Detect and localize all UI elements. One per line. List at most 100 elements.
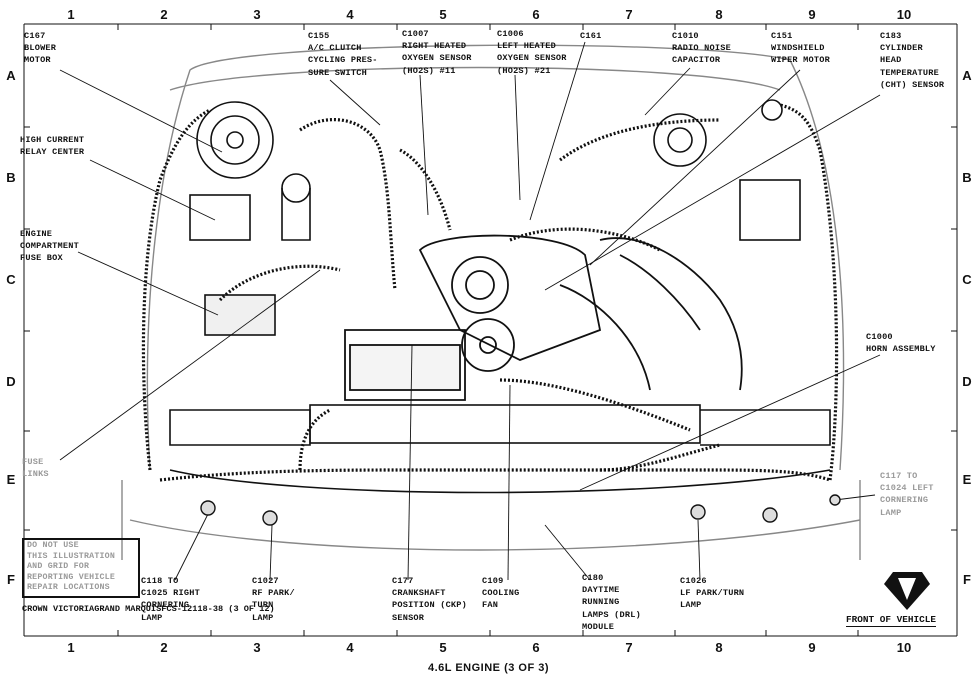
grid-row-label: F xyxy=(963,572,971,587)
label-line: C167 xyxy=(24,31,46,41)
label-line: C1000 xyxy=(866,332,893,342)
grid-row-label: A xyxy=(962,68,972,83)
label-line: SURE SWITCH xyxy=(308,67,367,78)
grid-row-label: E xyxy=(962,472,972,487)
grid-row-label: E xyxy=(6,472,16,487)
callout-fuse-links: FUSE LINKS xyxy=(22,456,49,480)
label-line: (HO2S) #11 xyxy=(402,65,456,76)
label-line: LAMP xyxy=(680,600,702,611)
grid-column-label: 10 xyxy=(896,640,912,655)
label-line: C109 xyxy=(482,576,504,586)
label-line: WINDSHIELD xyxy=(771,43,825,54)
label-line: HEAD xyxy=(880,55,902,66)
label-line: C1007 xyxy=(402,29,429,39)
grid-column-label: 7 xyxy=(625,7,633,22)
grid-column-label: 4 xyxy=(346,7,354,22)
label-line: MOTOR xyxy=(24,55,51,66)
label-line: OXYGEN SENSOR xyxy=(497,53,567,64)
label-line: C117 TO xyxy=(880,471,918,481)
label-line: FCS-12118-38 (3 OF 12) xyxy=(161,604,275,614)
label-line: POSITION (CKP) xyxy=(392,600,467,611)
diagram-caption: 4.6L ENGINE (3 OF 3) xyxy=(427,662,550,674)
label-line: THIS ILLUSTRATION xyxy=(27,551,116,561)
grid-column-label: 3 xyxy=(253,7,261,22)
label-line: (HO2S) #21 xyxy=(497,65,551,76)
callout-c161: C161 xyxy=(580,30,601,42)
label-line: C1025 RIGHT xyxy=(141,588,200,599)
label-line: COMPARTMENT xyxy=(20,241,79,252)
label-line: GRAND MARQUIS xyxy=(94,604,162,614)
engine-block xyxy=(344,234,743,401)
label-line: LAMP xyxy=(141,612,163,623)
front-of-vehicle-label: FRONT OF VEHICLE xyxy=(846,614,937,627)
label-line: CRANKSHAFT xyxy=(392,588,446,599)
grid-column-label: 5 xyxy=(439,7,447,22)
grid-column-label: 3 xyxy=(253,640,261,655)
document-id: CROWN VICTORIAGRAND MARQUISFCS-12118-38 … xyxy=(22,604,275,615)
label-line: RADIO NOISE xyxy=(672,43,731,54)
label-line: LAMPS (DRL) xyxy=(582,609,641,620)
grid-column-label: 8 xyxy=(715,640,723,655)
label-line: C1006 xyxy=(497,29,524,39)
label-line: HIGH CURRENT xyxy=(20,135,85,145)
grid-row-label: C xyxy=(962,272,972,287)
grid-column-label: 1 xyxy=(67,7,75,22)
label-line: LINKS xyxy=(22,469,49,480)
label-line: LEFT HEATED xyxy=(497,41,556,52)
label-line: BLOWER xyxy=(24,43,57,54)
label-line: RF PARK/ xyxy=(252,588,295,599)
label-line: FUSE xyxy=(22,457,44,467)
label-line: CAPACITOR xyxy=(672,55,721,66)
grid-column-label: 8 xyxy=(715,7,723,22)
label-line: RELAY CENTER xyxy=(20,147,85,158)
label-line: (CHT) SENSOR xyxy=(880,79,945,90)
callout-high-current-relay-center: HIGH CURRENT RELAY CENTER xyxy=(20,134,84,158)
label-line: C161 xyxy=(580,31,602,41)
label-line: CYCLING PRES- xyxy=(308,55,378,66)
label-line: LAMP xyxy=(880,507,902,518)
label-line: CROWN VICTORIA xyxy=(22,604,95,614)
front-arrow-icon xyxy=(884,572,930,610)
label-line: REPORTING VEHICLE xyxy=(27,572,116,582)
label-line: COOLING xyxy=(482,588,520,599)
wiring-harness xyxy=(141,103,839,482)
grid-row-label: D xyxy=(6,374,16,389)
wiper-motor-area xyxy=(653,99,801,241)
label-line: C1027 xyxy=(252,576,279,586)
label-line: A/C CLUTCH xyxy=(308,43,362,54)
label-line: C1010 xyxy=(672,31,699,41)
grid-column-label: 9 xyxy=(808,7,816,22)
label-line: RIGHT HEATED xyxy=(402,41,467,52)
label-line: ENGINE xyxy=(20,229,53,239)
label-line: C177 xyxy=(392,576,414,586)
label-line: C1026 xyxy=(680,576,707,586)
grid-column-label: 4 xyxy=(346,640,354,655)
body-outline xyxy=(121,44,861,560)
label-line: CORNERING xyxy=(880,495,929,506)
grid-column-label: 6 xyxy=(532,7,540,22)
grid-column-label: 1 xyxy=(67,640,75,655)
label-line: C155 xyxy=(308,31,330,41)
label-line: AND GRID FOR xyxy=(27,562,90,572)
grid-row-label: F xyxy=(7,572,15,587)
grid-column-label: 6 xyxy=(532,640,540,655)
grid-column-label: 10 xyxy=(896,7,912,22)
label-line: C151 xyxy=(771,31,793,41)
label-line: TURN xyxy=(252,600,274,611)
label-line: C1024 LEFT xyxy=(880,483,934,494)
label-line: FAN xyxy=(482,600,499,611)
grid-column-label: 5 xyxy=(439,640,447,655)
